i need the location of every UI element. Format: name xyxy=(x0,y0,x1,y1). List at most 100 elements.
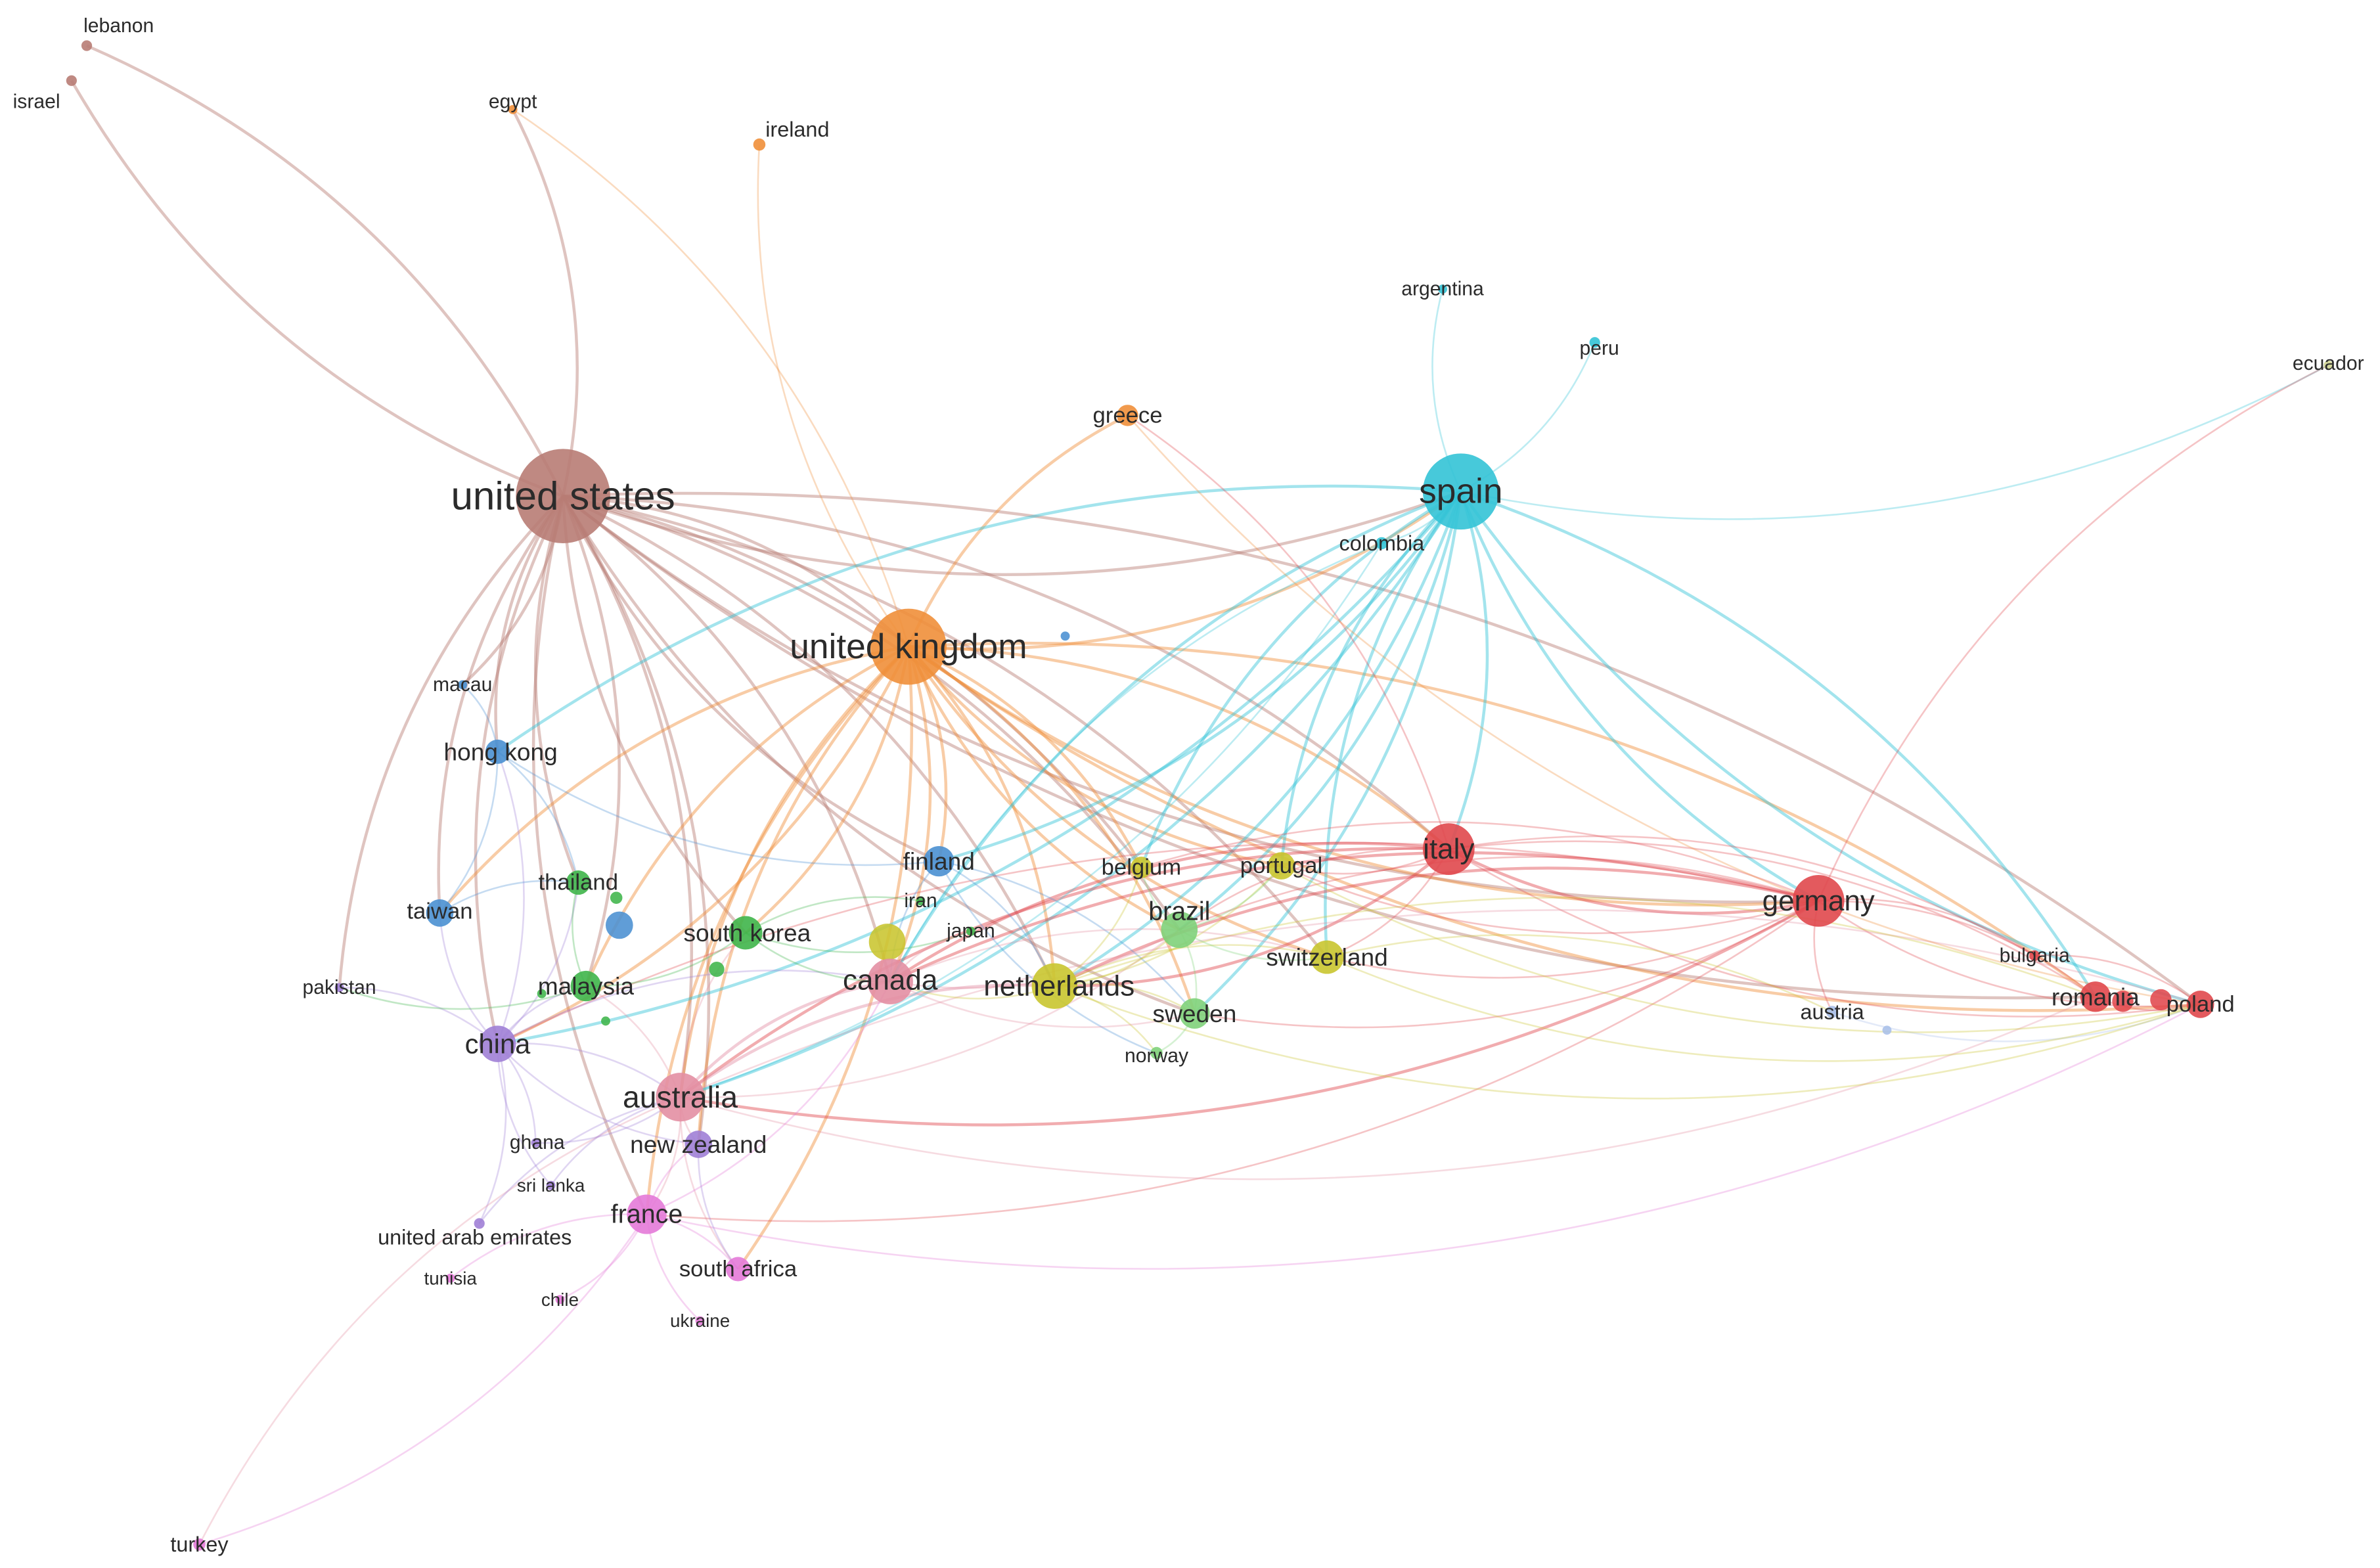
link-china-australia xyxy=(497,1042,681,1098)
unlabelled-node[interactable] xyxy=(610,891,623,904)
node-label-ireland: ireland xyxy=(765,118,829,141)
link-china-new-zealand xyxy=(497,1043,699,1146)
node-label-australia: australia xyxy=(623,1080,738,1114)
node-macau[interactable] xyxy=(458,680,468,690)
node-netherlands[interactable] xyxy=(1031,963,1078,1009)
unlabelled-node[interactable] xyxy=(868,924,906,960)
node-label-japan: japan xyxy=(946,920,995,942)
unlabelled-node[interactable] xyxy=(1060,631,1070,641)
link-united-kingdom-germany xyxy=(907,645,1819,907)
node-south-africa[interactable] xyxy=(725,1257,751,1282)
node-austria[interactable] xyxy=(1826,1006,1839,1018)
network-links xyxy=(70,44,2329,1546)
node-iran[interactable] xyxy=(916,896,926,906)
link-italy-romania xyxy=(1448,840,2096,998)
node-portugal[interactable] xyxy=(1267,852,1295,880)
node-ecuador[interactable] xyxy=(2324,361,2333,370)
node-australia[interactable] xyxy=(656,1073,705,1122)
node-taiwan[interactable] xyxy=(426,899,454,927)
link-united-states-italy xyxy=(563,494,1450,851)
unlabelled-node[interactable] xyxy=(1882,1025,1892,1035)
node-label-malaysia: malaysia xyxy=(538,972,635,1000)
link-netherlands-poland xyxy=(1054,985,2201,1100)
node-label-turkey: turkey xyxy=(170,1533,229,1556)
node-switzerland[interactable] xyxy=(1310,940,1344,974)
link-united-kingdom-greece xyxy=(907,414,1129,648)
node-pakistan[interactable] xyxy=(334,983,344,993)
node-label-argentina: argentina xyxy=(1401,279,1484,300)
node-japan[interactable] xyxy=(966,926,976,936)
link-united-kingdom-portugal xyxy=(907,646,1282,868)
node-label-hong-kong: hong kong xyxy=(444,738,558,765)
node-sweden[interactable] xyxy=(1179,998,1210,1029)
node-france[interactable] xyxy=(627,1194,667,1234)
node-brazil[interactable] xyxy=(1161,911,1198,949)
link-united-kingdom-china xyxy=(497,646,910,1046)
node-norway[interactable] xyxy=(1150,1046,1163,1060)
node-ukraine[interactable] xyxy=(695,1316,705,1326)
node-south-korea[interactable] xyxy=(729,916,763,950)
node-italy[interactable] xyxy=(1422,823,1475,875)
node-china[interactable] xyxy=(479,1025,516,1062)
node-hong-kong[interactable] xyxy=(485,739,510,764)
node-thailand[interactable] xyxy=(566,870,591,895)
node-united-states[interactable] xyxy=(516,449,610,543)
link-united-states-china xyxy=(474,495,565,1044)
link-greece-poland xyxy=(1127,414,2201,1006)
link-united-states-lebanon xyxy=(86,44,565,497)
link-spain-portugal xyxy=(1280,490,1462,866)
unlabelled-node[interactable] xyxy=(537,989,547,998)
link-australia-romania xyxy=(680,996,2096,1180)
link-taiwan-thailand xyxy=(439,880,579,914)
node-united-kingdom[interactable] xyxy=(870,608,947,685)
node-label-belgium: belgium xyxy=(1102,855,1181,880)
node-malaysia[interactable] xyxy=(570,970,602,1002)
link-germany-sweden xyxy=(1194,900,1819,1029)
link-china-sri-lanka xyxy=(497,1044,552,1186)
link-france-poland xyxy=(646,1003,2201,1270)
link-united-kingdom-brazil xyxy=(907,646,1180,931)
link-australia-south-africa xyxy=(679,1097,739,1270)
unlabelled-node[interactable] xyxy=(709,962,725,977)
link-hong-kong-finland xyxy=(497,751,939,866)
node-label-ukraine: ukraine xyxy=(670,1310,730,1331)
node-canada[interactable] xyxy=(867,958,913,1004)
node-new-zealand[interactable] xyxy=(685,1131,713,1158)
node-ireland[interactable] xyxy=(753,138,766,151)
link-malaysia-pakistan xyxy=(339,985,587,1010)
link-italy-germany xyxy=(1448,847,1819,915)
node-colombia[interactable] xyxy=(1376,537,1388,550)
unlabelled-node[interactable] xyxy=(601,1016,610,1026)
node-united-arab-emirates[interactable] xyxy=(474,1218,485,1229)
link-italy-netherlands xyxy=(1054,847,1450,988)
node-finland[interactable] xyxy=(924,845,954,877)
link-spain-germany xyxy=(1459,491,1820,903)
node-spain[interactable] xyxy=(1422,453,1499,530)
node-turkey[interactable] xyxy=(193,1538,206,1551)
node-israel[interactable] xyxy=(66,75,77,86)
node-belgium[interactable] xyxy=(1131,857,1152,878)
node-poland[interactable] xyxy=(2186,991,2214,1018)
node-bulgaria[interactable] xyxy=(2029,950,2040,961)
node-ghana[interactable] xyxy=(531,1138,541,1148)
link-malaysia-thailand xyxy=(572,882,587,987)
node-tunisia[interactable] xyxy=(445,1273,455,1283)
node-greece[interactable] xyxy=(1117,405,1138,426)
node-egypt[interactable] xyxy=(508,104,518,114)
link-united-kingdom-sweden xyxy=(907,645,1196,1014)
link-hong-kong-thailand xyxy=(497,751,579,883)
node-romania[interactable] xyxy=(2080,981,2111,1012)
node-label-macau: macau xyxy=(433,674,492,696)
node-germany[interactable] xyxy=(1792,874,1845,927)
link-canada-switzerland xyxy=(889,928,1328,983)
node-lebanon[interactable] xyxy=(81,40,93,51)
unlabelled-node[interactable] xyxy=(605,911,633,939)
node-sri-lanka[interactable] xyxy=(546,1180,556,1190)
node-argentina[interactable] xyxy=(1438,284,1447,294)
unlabelled-node[interactable] xyxy=(2112,991,2134,1012)
node-peru[interactable] xyxy=(1589,337,1600,348)
link-south-korea-iran xyxy=(745,896,921,934)
unlabelled-node[interactable] xyxy=(2150,989,2172,1011)
node-chile[interactable] xyxy=(555,1295,565,1305)
